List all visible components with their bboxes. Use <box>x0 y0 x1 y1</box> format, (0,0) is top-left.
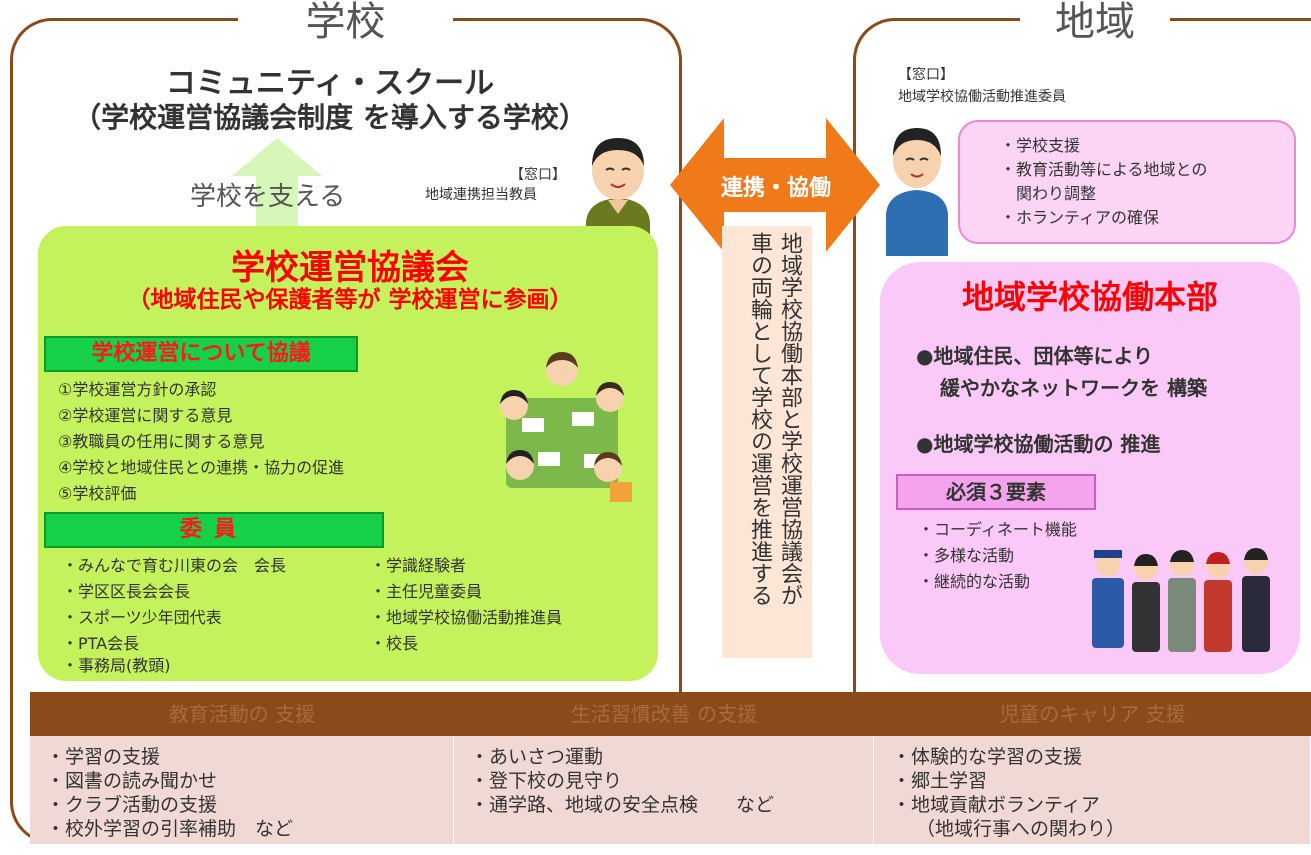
band-item: ・通学路、地域の安全点検 など <box>470 794 775 816</box>
region-window-person: 地域学校協働活動推進委員 <box>898 89 1066 105</box>
member-item: ・スポーツ少年団代表 <box>62 608 222 627</box>
band-item: ・クラブ活動の支援 <box>46 794 218 816</box>
vertical-statement-col: 地域学校協働本部と学校運営協議会が <box>777 232 802 606</box>
agenda-item: ②学校運営に関する意見 <box>58 406 233 425</box>
community-school-title: コミュニティ・スクール <box>165 66 495 101</box>
collaboration-label: 連携・協働 <box>720 176 831 201</box>
agenda-item: ①学校運営方針の承認 <box>58 380 217 399</box>
pillar-item: ・多様な活動 <box>918 546 1015 565</box>
pillar-item: ・継続的な活動 <box>918 572 1031 591</box>
council-title: 学校運営協議会 <box>231 248 469 288</box>
member-item: ・学識経験者 <box>370 556 467 575</box>
member-item: ・主任児童委員 <box>370 582 483 601</box>
member-item: ・学区区長会会長 <box>62 582 191 601</box>
band-column <box>30 736 454 844</box>
band-heading: 教育活動の 支援 <box>30 692 454 736</box>
region-window-label: 【窓口】 <box>898 67 954 83</box>
members-heading: 委員 <box>44 512 384 548</box>
agenda-item: ④学校と地域住民との連携・協力の促進 <box>58 458 345 477</box>
up-arrow-icon <box>232 138 322 238</box>
region-title: 地域 <box>1020 2 1170 46</box>
band-item: ・あいさつ運動 <box>470 746 604 768</box>
pillar-item: ・コーディネート機能 <box>918 520 1077 539</box>
band-item: ・登下校の見守り <box>470 770 623 792</box>
band-item: ・校外学習の引率補助 など <box>46 818 294 840</box>
school-window-label: 【窓口】 <box>510 167 566 183</box>
band-column <box>454 736 874 844</box>
hq-title: 地域学校協働本部 <box>961 278 1218 316</box>
band-heading: 生活習慣改善 の支援 <box>454 692 874 736</box>
member-item: ・校長 <box>370 634 419 653</box>
hq-line: 緩やかなネットワークを 構築 <box>940 376 1207 400</box>
band-item: （地域行事への関わり） <box>916 818 1126 840</box>
agenda-item: ③教職員の任用に関する意見 <box>58 432 265 451</box>
speech-item: ・学校支援 <box>1000 136 1081 155</box>
vertical-statement-col: 車の両輪として学校の運営を推進する <box>747 232 772 606</box>
band-item: ・地域貢献ボランティア <box>892 794 1100 816</box>
agenda-heading: 学校運営について協議 <box>44 336 358 372</box>
member-item: ・地域学校協働活動推進員 <box>370 608 563 627</box>
speech-item: ・ホランティアの確保 <box>1000 208 1160 227</box>
vertical-statement-box <box>722 226 812 658</box>
council-subtitle: （地域住民や保護者等が 学校運営に参画） <box>127 287 573 313</box>
school-window-person: 地域連携担当教員 <box>425 187 537 203</box>
hq-line: ●地域住民、団体等により <box>916 344 1154 368</box>
member-item: ・みんなで育む川東の会 会長 <box>62 556 287 575</box>
hq-line: ●地域学校協働活動の 推進 <box>916 432 1161 456</box>
community-school-subtitle: （学校運営協議会制度 を導入する学校） <box>73 101 587 134</box>
band-column <box>874 736 1311 844</box>
band-item: ・学習の支援 <box>46 746 161 768</box>
member-item: ・PTA会長 <box>62 634 140 653</box>
band-item: ・郷土学習 <box>892 770 988 792</box>
school-title: 学校 <box>238 2 453 46</box>
band-item: ・図書の読み聞かせ <box>46 770 218 792</box>
collaboration-arrow-icon <box>670 118 880 252</box>
coordinator-speech-bubble <box>958 120 1296 244</box>
coordinator-figure-icon <box>886 128 948 256</box>
meeting-illustration-icon <box>500 352 632 502</box>
band-item: ・体験的な学習の支援 <box>892 746 1083 768</box>
agenda-item: ⑤学校評価 <box>58 484 137 503</box>
support-school-text: 学校を支える <box>190 182 346 212</box>
speech-item: ・教育活動等による地域との <box>1000 160 1208 179</box>
band-heading: 児童のキャリア 支援 <box>874 692 1311 736</box>
essential-elements-heading: 必須３要素 <box>896 474 1096 510</box>
member-item: ・事務局(教頭) <box>62 656 171 675</box>
speech-item: 関わり調整 <box>1016 184 1097 203</box>
community-group-icon <box>1092 548 1270 652</box>
